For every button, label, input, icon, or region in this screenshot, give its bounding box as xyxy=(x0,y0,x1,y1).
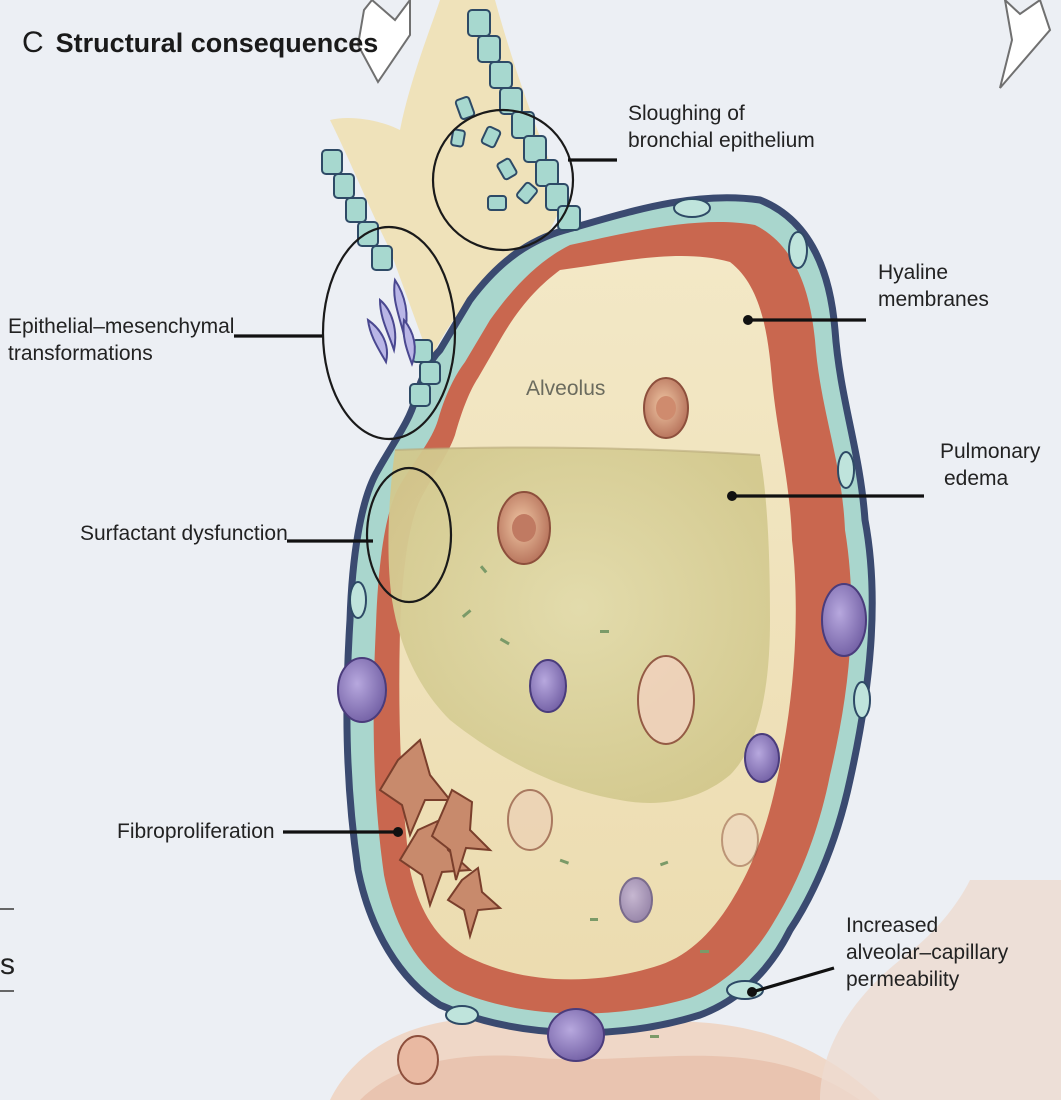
label-hyaline: Hyaline membranes xyxy=(878,259,989,313)
label-surfactant: Surfactant dysfunction xyxy=(80,520,288,547)
label-alveolus: Alveolus xyxy=(526,375,605,402)
edge-rule-top xyxy=(0,908,14,910)
label-edema: Pulmonary edema xyxy=(940,438,1040,492)
label-emt: Epithelial–mesenchymal transformations xyxy=(8,313,234,367)
panel-title: Structural consequences xyxy=(56,28,379,58)
label-permeability: Increased alveolar–capillary permeabilit… xyxy=(846,912,1008,993)
panel-letter: C xyxy=(22,26,44,59)
figure-title: C Structural consequences xyxy=(22,26,378,60)
label-fibroproliferation: Fibroproliferation xyxy=(117,818,275,845)
edge-rule-bottom xyxy=(0,990,14,992)
label-sloughing: Sloughing of bronchial epithelium xyxy=(628,100,815,154)
edge-text: s xyxy=(0,948,15,982)
